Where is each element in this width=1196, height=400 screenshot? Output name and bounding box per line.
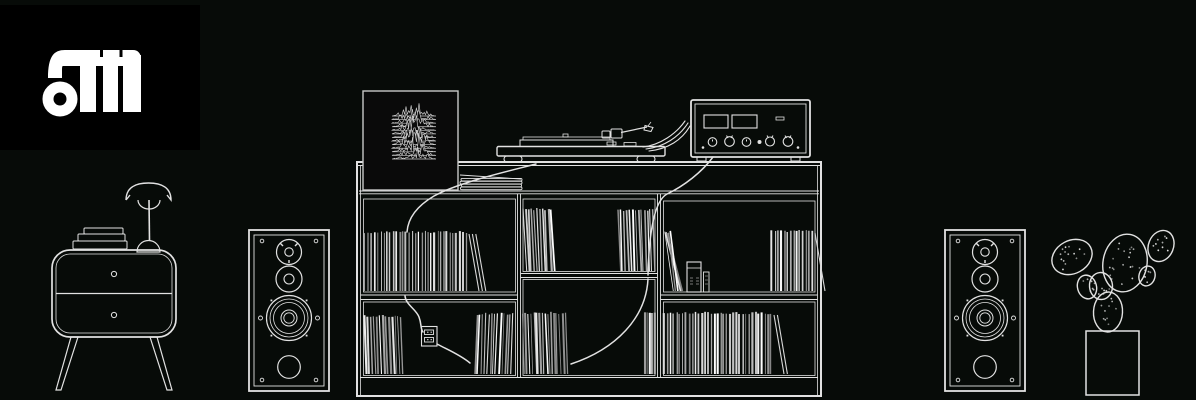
books-illustration <box>72 227 128 250</box>
audio-cable-illustration <box>404 120 714 365</box>
drawer-knob-bottom <box>110 311 118 319</box>
amplifier-illustration <box>690 99 811 162</box>
turntable-illustration <box>496 121 666 163</box>
speaker-left-illustration <box>248 229 330 392</box>
brand-logo[interactable]: am <box>0 5 200 150</box>
cactus-illustration <box>1051 229 1175 396</box>
vu-meter-left <box>703 114 729 129</box>
table-body-illustration <box>51 249 177 391</box>
power-switch <box>775 116 785 121</box>
speaker-right-illustration <box>944 229 1026 392</box>
power-outlet-illustration <box>420 325 438 347</box>
drawer-knob-top <box>110 270 118 278</box>
record-boxset-illustration <box>686 261 710 293</box>
vinyl-record-rows <box>363 207 826 375</box>
amp-knobs <box>701 135 800 149</box>
brand-logo-glyphs <box>42 50 141 117</box>
plant-pot <box>1085 330 1140 396</box>
vu-meter-right <box>731 114 758 129</box>
tonearm-illustration <box>601 121 654 139</box>
side-table-illustration <box>51 182 177 391</box>
record-stack-illustration <box>459 174 523 191</box>
album-cover-unknown-pleasures <box>362 90 459 191</box>
table-lamp-illustration <box>125 182 172 253</box>
